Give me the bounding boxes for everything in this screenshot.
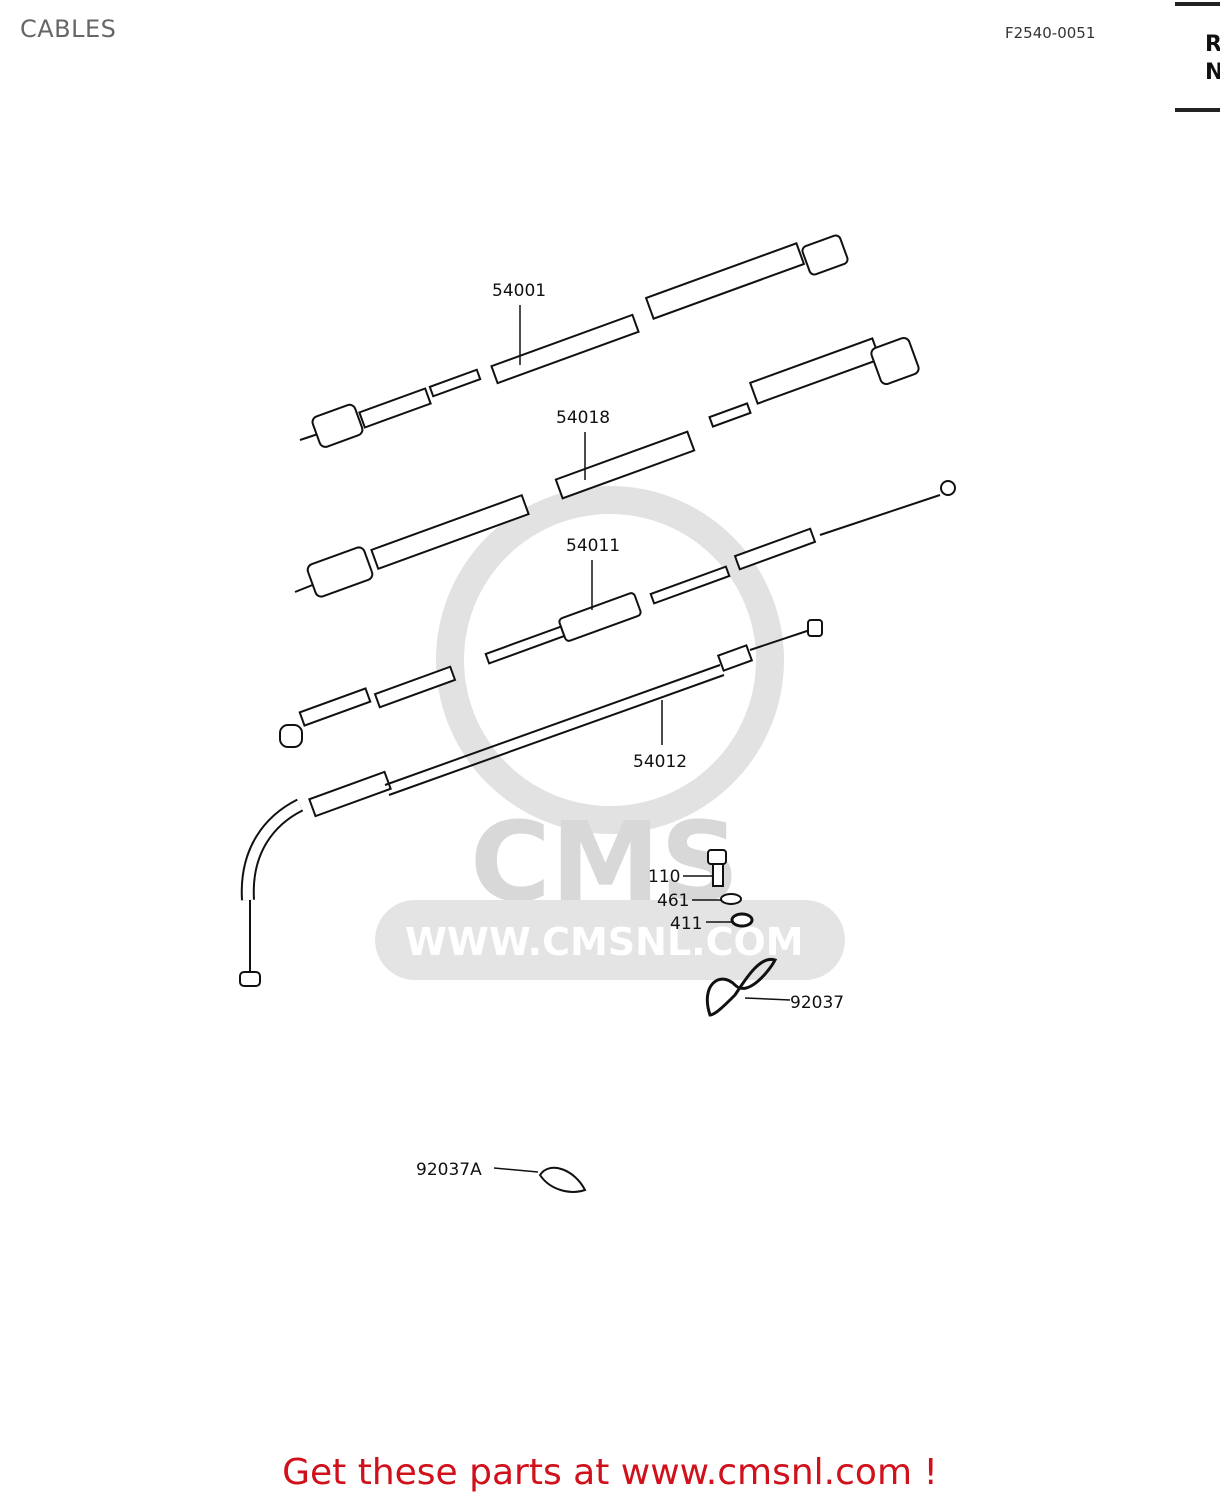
footer-promo-link[interactable]: Get these parts at www.cmsnl.com ! xyxy=(282,1452,938,1493)
edge-letter-r: R xyxy=(1205,32,1220,57)
part-label-54011: 54011 xyxy=(566,536,620,556)
part-label-110: 110 xyxy=(648,867,680,887)
part-label-54001: 54001 xyxy=(492,281,546,301)
clamp-92037a xyxy=(538,1166,587,1193)
cable-54001 xyxy=(299,234,849,448)
leader-lines xyxy=(493,305,791,1173)
washer-461 xyxy=(720,893,742,905)
edge-rule-top xyxy=(1175,2,1220,6)
page-title: CABLES xyxy=(20,15,117,43)
cable-54011 xyxy=(279,480,956,748)
edge-rule-bottom xyxy=(1175,108,1220,112)
part-label-92037a: 92037A xyxy=(416,1160,482,1180)
clamp-92037 xyxy=(705,957,778,1017)
diagram-reference-code: F2540-0051 xyxy=(1005,24,1096,42)
cable-54012 xyxy=(239,619,823,987)
part-label-54018: 54018 xyxy=(556,408,610,428)
part-label-461: 461 xyxy=(657,891,689,911)
bolt-110 xyxy=(707,849,727,887)
part-label-54012: 54012 xyxy=(633,752,687,772)
watermark-ring xyxy=(436,486,784,834)
part-label-411: 411 xyxy=(670,914,702,934)
edge-letter-n: N xyxy=(1205,60,1220,85)
watermark-banner xyxy=(375,900,845,980)
part-label-92037: 92037 xyxy=(790,993,844,1013)
watermark-url-text: WWW.CMSNL.COM xyxy=(405,920,804,964)
cable-54018 xyxy=(294,336,920,598)
nut-411 xyxy=(730,912,754,928)
cms-watermark: CMS WWW.CMSNL.COM xyxy=(375,486,845,980)
